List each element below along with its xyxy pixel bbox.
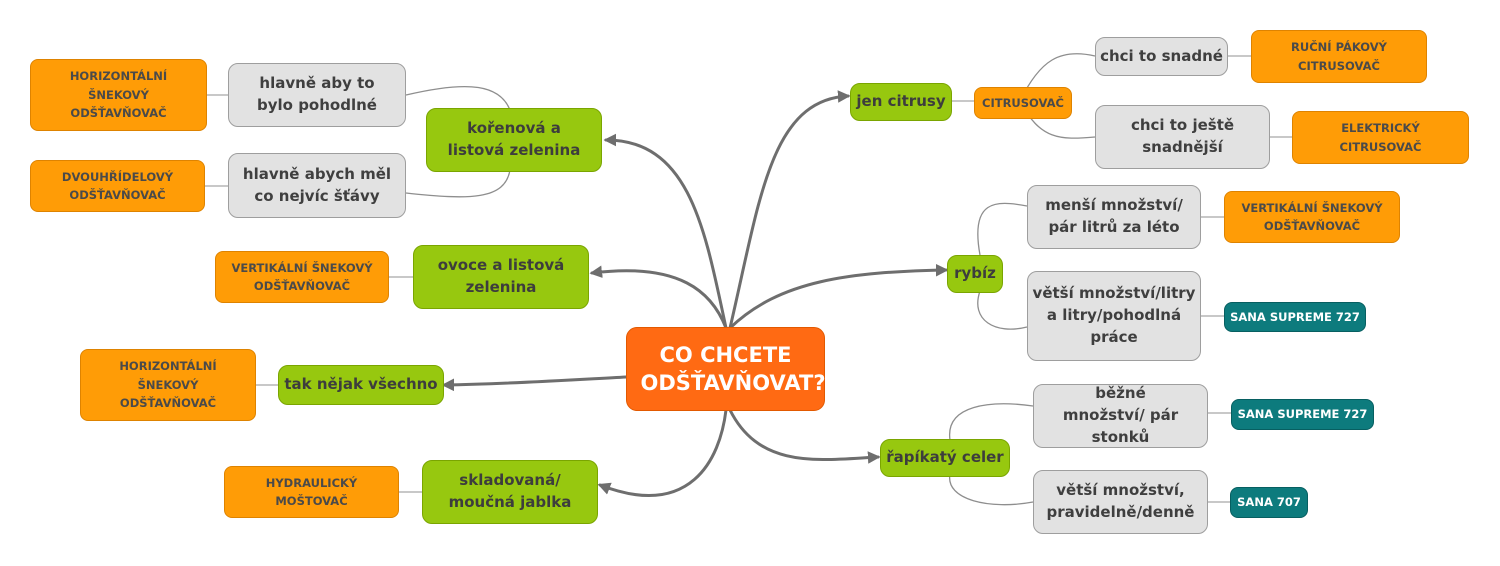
question-citrusy[interactable]: jen citrusy [850, 83, 952, 121]
question-ovoce[interactable]: ovoce a listová zelenina [413, 245, 589, 309]
result-celer-bezne[interactable]: SANA SUPREME 727 [1231, 399, 1374, 430]
result-jablka[interactable]: HYDRAULICKÝ MOŠTOVAČ [224, 466, 399, 518]
result-celer-vetsi[interactable]: SANA 707 [1230, 487, 1308, 518]
question-korenova[interactable]: kořenová a listová zelenina [426, 108, 602, 172]
arrow-to-ovoce [589, 265, 728, 330]
arrow-to-jablka [597, 408, 728, 497]
result-snadne[interactable]: RUČNÍ PÁKOVÝ CITRUSOVAČ [1251, 30, 1427, 83]
question-jablka-label: skladovaná/ moučná jablka [448, 471, 572, 511]
result-ovoce[interactable]: VERTIKÁLNÍ ŠNEKOVÝ ODŠŤAVŇOVAČ [215, 251, 389, 303]
arrow-to-rybiz [728, 263, 949, 330]
result-korenova-stava-label: DVOUHŘÍDELOVÝ ODŠŤAVŇOVAČ [61, 169, 174, 202]
type-citrusovac-label: CITRUSOVAČ [982, 95, 1064, 110]
arrow-to-korenova [603, 133, 728, 330]
question-vsechno[interactable]: tak nějak všechno [278, 365, 444, 405]
type-citrusovac[interactable]: CITRUSOVAČ [974, 87, 1072, 119]
question-vsechno-label: tak nějak všechno [284, 375, 438, 394]
question-celer[interactable]: řapíkatý celer [880, 439, 1010, 477]
result-vsechno[interactable]: HORIZONTÁLNÍ ŠNEKOVÝ ODŠŤAVŇOVAČ [80, 349, 256, 421]
root-node[interactable]: CO CHCETE ODŠŤAVŇOVAT? [626, 327, 826, 411]
result-ovoce-label: VERTIKÁLNÍ ŠNEKOVÝ ODŠŤAVŇOVAČ [231, 260, 373, 293]
condition-celer-bezne[interactable]: běžné množství/ pár stonků [1033, 384, 1208, 448]
bracket-rybiz [977, 202, 1028, 330]
condition-rybiz-mensi-label: menší množství/ pár litrů za léto [1045, 196, 1183, 236]
condition-celer-bezne-label: běžné množství/ pár stonků [1062, 384, 1179, 446]
result-rybiz-vetsi-label: SANA SUPREME 727 [1230, 309, 1360, 324]
condition-pohodlne-label: hlavně aby to bylo pohodlné [257, 74, 377, 114]
bracket-celer [949, 403, 1034, 506]
condition-celer-vetsi[interactable]: větší množství, pravidelně/denně [1033, 470, 1208, 534]
result-snadnejsi[interactable]: ELEKTRICKÝ CITRUSOVAČ [1292, 111, 1469, 164]
condition-celer-vetsi-label: větší množství, pravidelně/denně [1046, 481, 1195, 521]
result-snadnejsi-label: ELEKTRICKÝ CITRUSOVAČ [1339, 121, 1422, 154]
question-jablka[interactable]: skladovaná/ moučná jablka [422, 460, 598, 524]
root-label: CO CHCETE ODŠŤAVŇOVAT? [640, 342, 826, 395]
condition-stava[interactable]: hlavně abych měl co nejvíc šťávy [228, 153, 406, 218]
result-rybiz-vetsi[interactable]: SANA SUPREME 727 [1224, 302, 1366, 332]
result-vsechno-label: HORIZONTÁLNÍ ŠNEKOVÝ ODŠŤAVŇOVAČ [119, 359, 217, 411]
condition-rybiz-vetsi[interactable]: větší množství/litry a litry/pohodlná pr… [1027, 271, 1201, 361]
arrow-to-vsechno [441, 375, 628, 392]
condition-snadne-label: chci to snadné [1100, 46, 1223, 65]
result-korenova-stava[interactable]: DVOUHŘÍDELOVÝ ODŠŤAVŇOVAČ [30, 160, 205, 212]
question-korenova-label: kořenová a listová zelenina [447, 119, 581, 159]
result-korenova-pohodlne[interactable]: HORIZONTÁLNÍ ŠNEKOVÝ ODŠŤAVŇOVAČ [30, 59, 207, 131]
question-citrusy-label: jen citrusy [856, 92, 946, 111]
question-celer-label: řapíkatý celer [886, 448, 1004, 467]
result-rybiz-mensi-label: VERTIKÁLNÍ ŠNEKOVÝ ODŠŤAVŇOVAČ [1241, 200, 1383, 233]
question-ovoce-label: ovoce a listová zelenina [437, 256, 565, 296]
condition-pohodlne[interactable]: hlavně aby to bylo pohodlné [228, 63, 406, 127]
result-korenova-pohodlne-label: HORIZONTÁLNÍ ŠNEKOVÝ ODŠŤAVŇOVAČ [69, 69, 168, 121]
condition-rybiz-vetsi-label: větší množství/litry a litry/pohodlná pr… [1032, 284, 1196, 346]
bracket-korenova [405, 86, 511, 198]
result-rybiz-mensi[interactable]: VERTIKÁLNÍ ŠNEKOVÝ ODŠŤAVŇOVAČ [1224, 191, 1400, 243]
question-rybiz-label: rybíz [954, 264, 996, 283]
arrow-to-citrusy [728, 90, 851, 330]
question-rybiz[interactable]: rybíz [947, 255, 1003, 293]
result-snadne-label: RUČNÍ PÁKOVÝ CITRUSOVAČ [1291, 40, 1387, 73]
condition-snadne[interactable]: chci to snadné [1095, 37, 1228, 76]
arrow-to-celer [728, 408, 881, 464]
condition-snadnejsi[interactable]: chci to ještě snadnější [1095, 105, 1270, 169]
result-jablka-label: HYDRAULICKÝ MOŠTOVAČ [265, 475, 358, 508]
result-celer-vetsi-label: SANA 707 [1237, 495, 1301, 510]
result-celer-bezne-label: SANA SUPREME 727 [1237, 407, 1368, 422]
condition-snadnejsi-label: chci to ještě snadnější [1130, 116, 1235, 156]
condition-stava-label: hlavně abych měl co nejvíc šťávy [242, 164, 392, 205]
condition-rybiz-mensi[interactable]: menší množství/ pár litrů za léto [1027, 185, 1201, 249]
